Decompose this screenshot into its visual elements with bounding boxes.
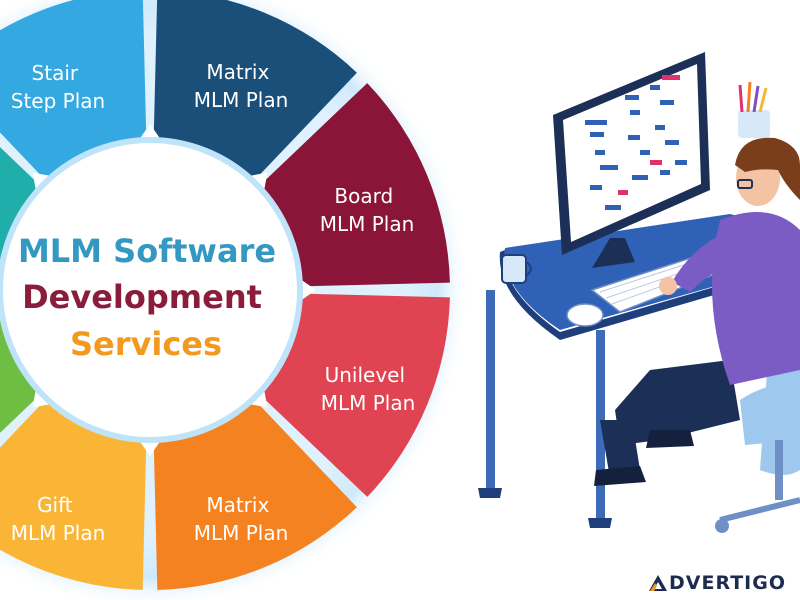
desk-leg-foot: [588, 518, 612, 528]
segment-label: Stair Step Plan: [11, 61, 105, 113]
center-title: MLM Software Development Services: [18, 232, 276, 363]
person-arm: [672, 232, 742, 292]
person-leg: [615, 360, 740, 445]
office-chair: [715, 384, 800, 533]
triangle-a-logo-icon: [648, 575, 667, 591]
segment-matrix-bottom: [153, 391, 357, 590]
mouse: [566, 303, 604, 327]
center-title-line2: Development: [22, 278, 262, 316]
person-shoe: [594, 466, 646, 486]
screen-highlight-blocks: [618, 75, 680, 195]
developer-at-desk-illustration: [478, 52, 800, 533]
screen-code-blocks: [585, 85, 687, 210]
person-shoe: [646, 430, 694, 448]
center-title-line1: MLM Software: [18, 232, 276, 270]
segment-label: Board MLM Plan: [320, 184, 415, 236]
segment-unilevel: [251, 293, 450, 497]
pencil-cup: [738, 81, 770, 138]
coffee-mug: [501, 254, 532, 284]
watermark-text: DVERTIGO: [668, 572, 786, 594]
glasses: [737, 179, 753, 189]
segment-matrix-top: [153, 0, 357, 189]
segment-label: Matrix MLM Plan: [194, 60, 289, 112]
person-hand: [659, 277, 677, 295]
watermark: DVERTIGO: [648, 572, 786, 594]
segment-label: Matrix MLM Plan: [194, 493, 289, 545]
segment-labels: Stair Step Plan Matrix MLM Plan Board ML…: [11, 60, 416, 545]
center-title-line3: Services: [70, 325, 222, 363]
segment-label: Unilevel MLM Plan: [321, 363, 416, 415]
segment-gift: [0, 391, 147, 590]
segment-label: Gift MLM Plan: [11, 493, 106, 545]
desk-leg-left: [486, 290, 495, 490]
mlm-plan-wheel: Stair Step Plan Matrix MLM Plan Board ML…: [0, 0, 468, 600]
segment-board: [251, 83, 450, 287]
person-hair: [735, 137, 800, 200]
desk-leg-mid: [596, 330, 605, 520]
monitor: [553, 52, 710, 268]
desk-leg-foot: [478, 488, 502, 498]
developer-person: [594, 137, 800, 486]
wheel-hub: [0, 137, 303, 443]
monitor-screen: [563, 64, 701, 242]
monitor-stand: [592, 238, 635, 268]
person-shin: [600, 420, 640, 478]
segment-stair-step: [0, 0, 147, 189]
